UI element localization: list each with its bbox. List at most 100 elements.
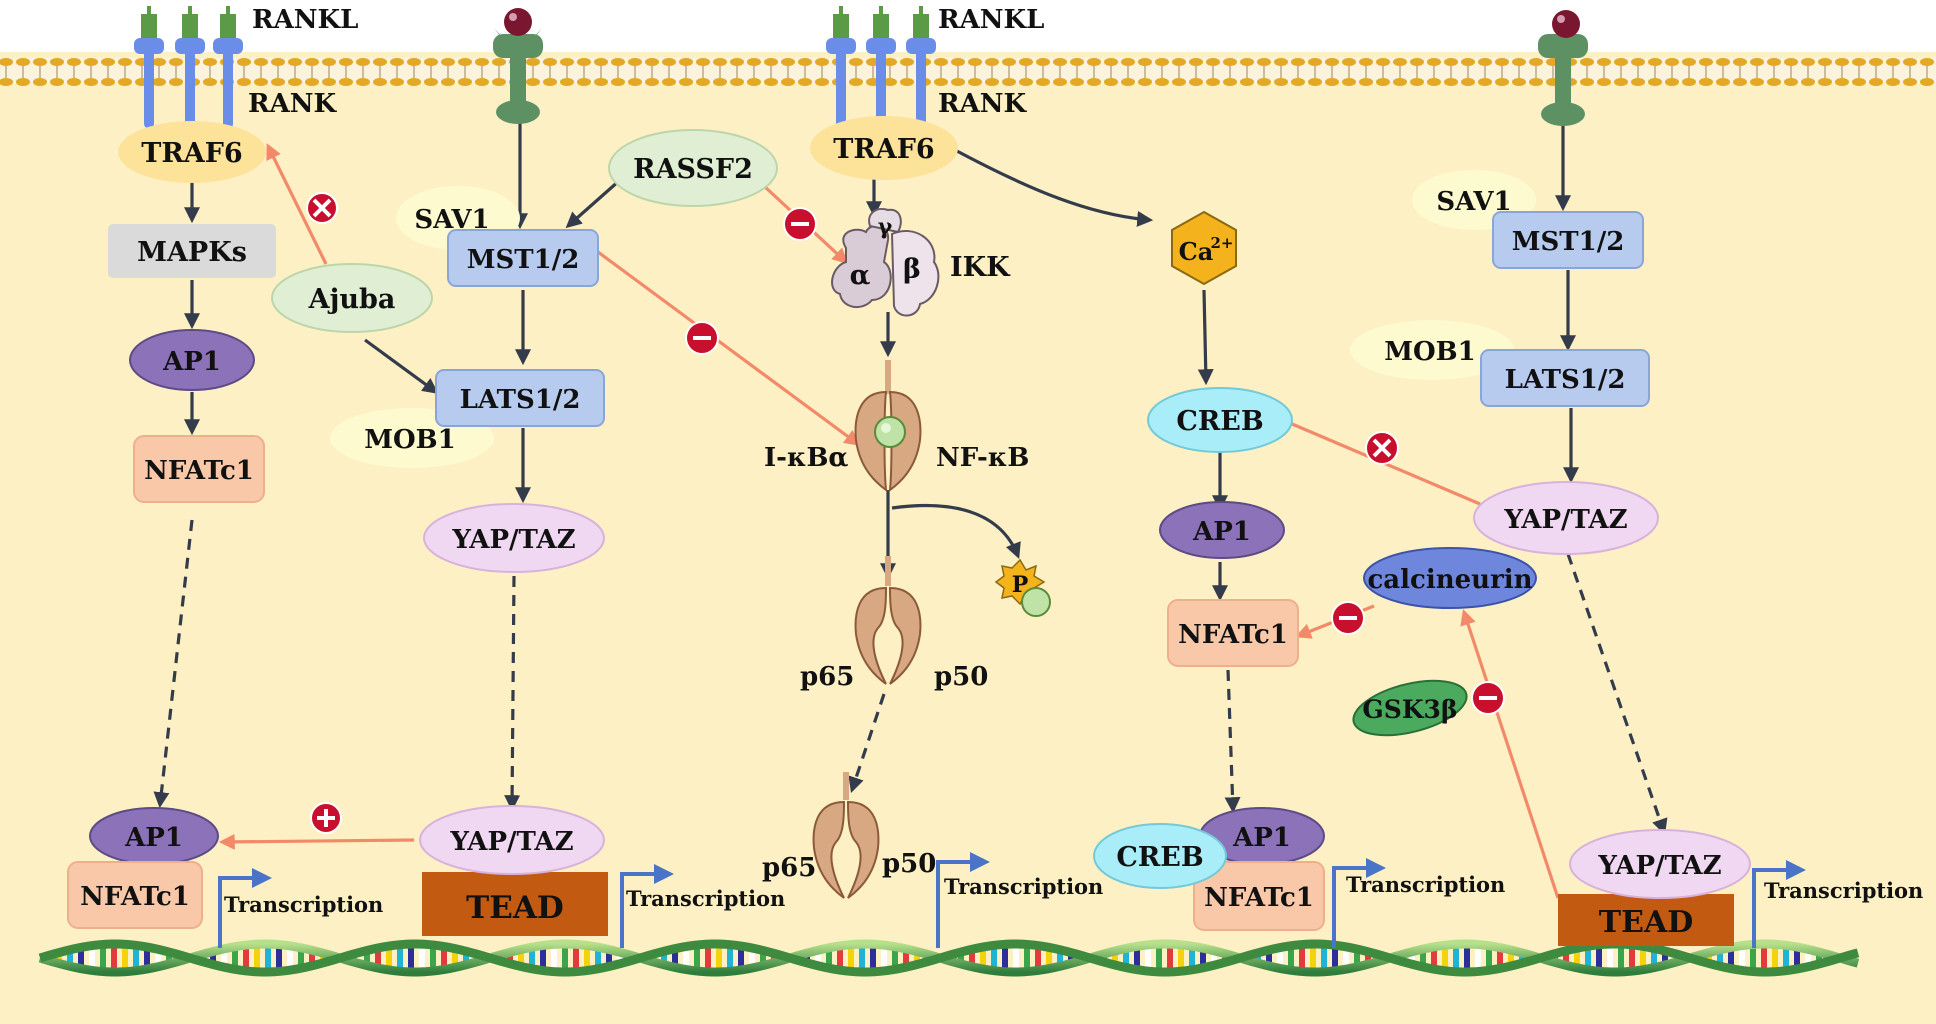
ikk-gamma-label: γ <box>878 214 893 240</box>
yaptaz-label-nuclear-right: YAP/TAZ <box>1597 851 1721 881</box>
lats12-node <box>435 369 605 427</box>
ligand-sphere-icon <box>1552 10 1580 38</box>
transcription-label: Transcription <box>944 874 1103 899</box>
nfatc1-label-nuclear: NFATc1 <box>80 882 190 912</box>
yaptaz-label-right: YAP/TAZ <box>1503 505 1627 535</box>
arrows <box>153 122 1668 836</box>
rankl-ligand-icon <box>220 14 236 38</box>
p65-nuclear-label: p65 <box>762 853 816 883</box>
lats12-node-right <box>1480 349 1650 407</box>
gpcr-receptor-right <box>1538 10 1588 126</box>
rankl-ligand-icon <box>141 14 157 38</box>
inhibit-icon <box>1331 601 1365 635</box>
ajuba-label: Ajuba <box>308 284 396 315</box>
gsk3b-label: GSK3β <box>1362 695 1457 724</box>
rank-label-middle: RANK <box>938 89 1028 119</box>
calcium-charge-label: 2+ <box>1210 234 1233 252</box>
tead-node <box>422 872 608 936</box>
traf6-label: TRAF6 <box>141 138 242 169</box>
yaptaz-node-nuclear-right <box>1569 829 1751 899</box>
rassf2-label: RASSF2 <box>633 154 753 185</box>
tead-label: TEAD <box>466 890 564 926</box>
nfatc1-label-creb-nuclear: NFATc1 <box>1204 883 1314 913</box>
p65-label: p65 <box>800 662 854 692</box>
rank-receptor-middle <box>826 6 936 130</box>
rank-receptor-left <box>134 6 243 128</box>
extracellular-space <box>0 0 1936 52</box>
mapks-node <box>108 224 276 278</box>
inhibit-icon <box>1471 681 1505 715</box>
transcription-arrow-icon <box>218 868 272 948</box>
nfatc1-node-creb <box>1167 599 1299 667</box>
yaptaz-label: YAP/TAZ <box>451 525 575 555</box>
yaptaz-node-right <box>1473 481 1659 555</box>
p65-p50-dimer-icon <box>854 556 922 685</box>
rankl-ligand-icon <box>913 14 929 38</box>
ikba-label: I-κBα <box>764 443 848 473</box>
yaptaz-node <box>423 503 605 573</box>
mst12-label: MST1/2 <box>467 245 580 275</box>
transcription-label: Transcription <box>1764 878 1923 903</box>
ap1-node <box>129 329 255 391</box>
ap1-label: AP1 <box>162 347 221 377</box>
rankl-ligand-icon <box>873 14 889 38</box>
rankl-label-middle: RANKL <box>938 5 1044 35</box>
ap1-node-creb <box>1159 501 1285 559</box>
transcription-arrow-icon <box>1332 858 1386 948</box>
calcineurin-label: calcineurin <box>1367 565 1532 595</box>
tead-node-right <box>1558 894 1734 946</box>
nfatc1-node-nuclear <box>67 861 203 929</box>
mst12-label-right: MST1/2 <box>1512 227 1625 257</box>
calcium-ion-node <box>1171 210 1237 286</box>
p50-nuclear-label: p50 <box>882 849 936 879</box>
inhibit-icon <box>306 192 338 224</box>
traf6-node <box>118 121 266 183</box>
creb-node <box>1147 387 1293 453</box>
inhibit-icon <box>310 802 342 834</box>
creb-label-nuclear: CREB <box>1116 842 1203 873</box>
transcription-label: Transcription <box>626 886 785 911</box>
nfatc1-label: NFATc1 <box>144 456 254 486</box>
mapks-label: MAPKs <box>137 237 247 268</box>
phosphate-label: P <box>1012 572 1029 598</box>
nfatc1-node <box>133 435 265 503</box>
nfatc1-node-creb-nuclear <box>1193 861 1325 931</box>
creb-label: CREB <box>1176 406 1263 437</box>
dna-helix-icon <box>38 939 1860 977</box>
mob1-label-right: MOB1 <box>1384 337 1476 367</box>
lats12-label-right: LATS1/2 <box>1505 365 1626 395</box>
nfkb-label: NF-κB <box>936 443 1029 473</box>
ap1-label-creb-nuclear: AP1 <box>1232 823 1291 853</box>
mob1-node-right <box>1350 320 1514 380</box>
rankl-ligand-icon <box>182 14 198 38</box>
traf6-node-middle <box>810 116 958 180</box>
tead-label-right: TEAD <box>1599 905 1693 940</box>
creb-node-nuclear <box>1093 823 1227 889</box>
phosphate-icon <box>994 558 1051 617</box>
transcription-label: Transcription <box>1346 872 1505 897</box>
rassf2-node <box>608 129 778 207</box>
calcineurin-node <box>1363 547 1537 609</box>
inhibit-icon <box>783 207 817 241</box>
transcription-arrows <box>218 852 1806 948</box>
p65-p50-nuclear-icon <box>812 772 880 899</box>
inhibit-icon <box>685 321 719 355</box>
gpcr-receptor-left <box>493 8 543 124</box>
ap1-label-creb: AP1 <box>1192 517 1251 547</box>
ap1-label-nuclear: AP1 <box>124 823 183 853</box>
mob1-label: MOB1 <box>364 425 456 455</box>
yaptaz-label-nuclear: YAP/TAZ <box>449 827 573 857</box>
transcription-arrow-icon <box>936 852 990 948</box>
nfkb-complex-icon <box>854 360 922 493</box>
transcription-arrow-icon <box>1752 860 1806 948</box>
nfatc1-label-creb: NFATc1 <box>1178 620 1288 650</box>
transcription-label: Transcription <box>224 892 383 917</box>
ajuba-node <box>271 263 433 333</box>
rank-label: RANK <box>248 89 338 119</box>
rankl-label: RANKL <box>252 5 358 35</box>
transcription-arrow-icon <box>620 864 674 948</box>
inhibit-icon <box>1365 431 1399 465</box>
traf6-label-middle: TRAF6 <box>833 134 934 165</box>
